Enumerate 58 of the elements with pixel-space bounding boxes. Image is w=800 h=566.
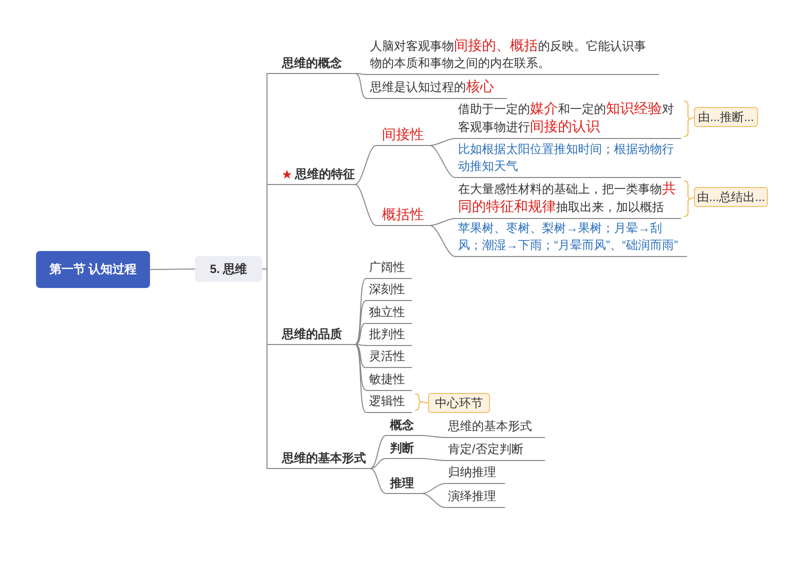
topic-text: 独立性 [366,302,412,324]
branch-line [370,435,386,469]
root-topic: 第一节 认知过程 [36,251,150,288]
branch-line [370,458,386,469]
branch-line [422,435,446,438]
branch-topic: 思维的概念 [278,55,355,74]
topic-text: 思维是认知过程的核心 [367,77,507,99]
summary-note: 由...总结出... [694,187,768,207]
topic-text: 灵活性 [366,347,412,368]
topic-text: 借助于一定的媒介和一定的知识经验对客观事物进行间接的认识 [455,99,681,139]
topic-text: 概念 [386,417,422,436]
topic-label: 思维的特征 [295,166,355,183]
branch-line [370,468,386,494]
topic-text: 归纳推理 [445,463,505,484]
branch-line [262,268,278,469]
topic-text: 思维的基本形式 [445,417,545,438]
branch-line [354,184,376,226]
branch-line [430,145,456,178]
summary-note: 由...推断... [694,107,758,127]
summary-note: 中心环节 [428,393,490,413]
summary-bracket [414,393,428,411]
topic-text: 在大量感性材料的基础上，把一类事物共同的特征和规律抽取出来，加以概括 [455,179,681,219]
topic-text: 肯定/否定判断 [445,440,545,461]
branch-line [354,145,376,185]
branch-line [354,344,366,368]
branch-line [422,493,446,508]
topic-text: 深刻性 [366,280,412,302]
topic-text: 广阔性 [366,258,412,279]
main-topic: 5. 思维 [195,256,262,282]
branch-topic: 思维的品质 [278,326,355,345]
topic-text: 概括性 [376,204,430,226]
branch-line [354,344,366,413]
branch-line [354,278,366,345]
branch-line [354,344,366,390]
topic-text: 演绎推理 [445,487,505,508]
branch-line [430,138,456,146]
branch-line [354,300,366,345]
topic-text: 人脑对客观事物间接的、概括的反映。它能认识事物的本质和事物之间的内在联系。 [367,36,659,75]
branch-line [430,218,456,226]
topic-text: 逻辑性 [366,392,412,413]
topic-text: 批判性 [366,324,412,346]
topic-text: 判断 [386,440,422,459]
branch-line [150,268,196,270]
summary-bracket [684,180,694,217]
topic-text: 间接性 [376,124,430,146]
branch-topic: 思维的基本形式 [278,450,370,469]
topic-text: 推理 [386,475,422,494]
branch-line [422,483,446,494]
topic-text: 敏捷性 [366,370,412,390]
example-text: 苹果树、枣树、梨树→果树；月晕→刮风；潮湿→下雨；“月晕而风”、“础润而雨” [455,219,687,257]
example-text: 比如根据太阳位置推知时间；根据动物行动推知天气 [455,140,681,178]
branch-line [354,322,366,345]
summary-bracket [684,100,694,137]
branch-line [430,225,456,257]
branch-line [354,344,366,346]
branch-line [422,458,446,461]
branch-line [354,73,368,75]
branch-line [354,73,368,99]
